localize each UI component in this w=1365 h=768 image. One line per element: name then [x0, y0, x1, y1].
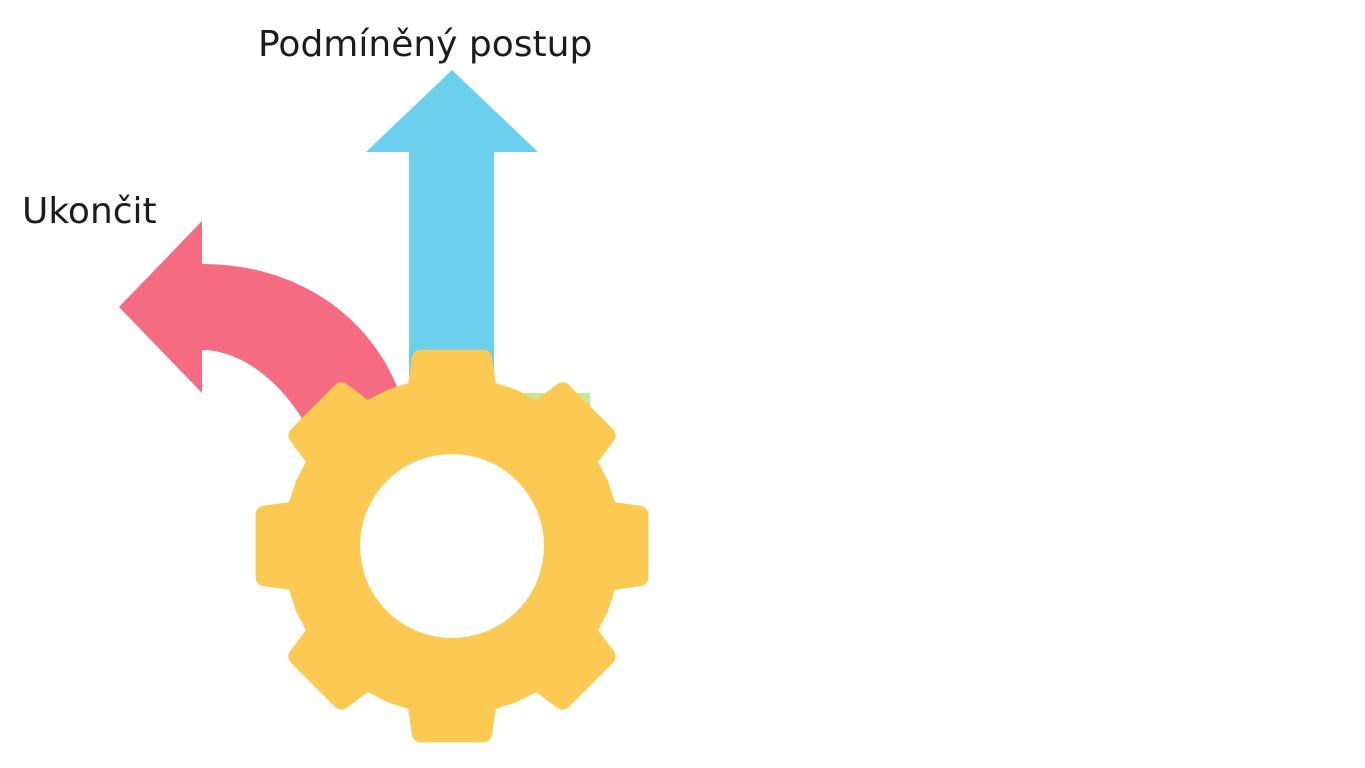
curved-arrow-left-icon	[119, 221, 405, 425]
gear-icon	[255, 349, 649, 743]
exit-label: Ukončit	[22, 191, 157, 232]
arrow-up-icon	[366, 70, 538, 420]
conditional-step-label: Podmíněný postup	[258, 24, 593, 65]
gear-hole	[360, 454, 544, 638]
